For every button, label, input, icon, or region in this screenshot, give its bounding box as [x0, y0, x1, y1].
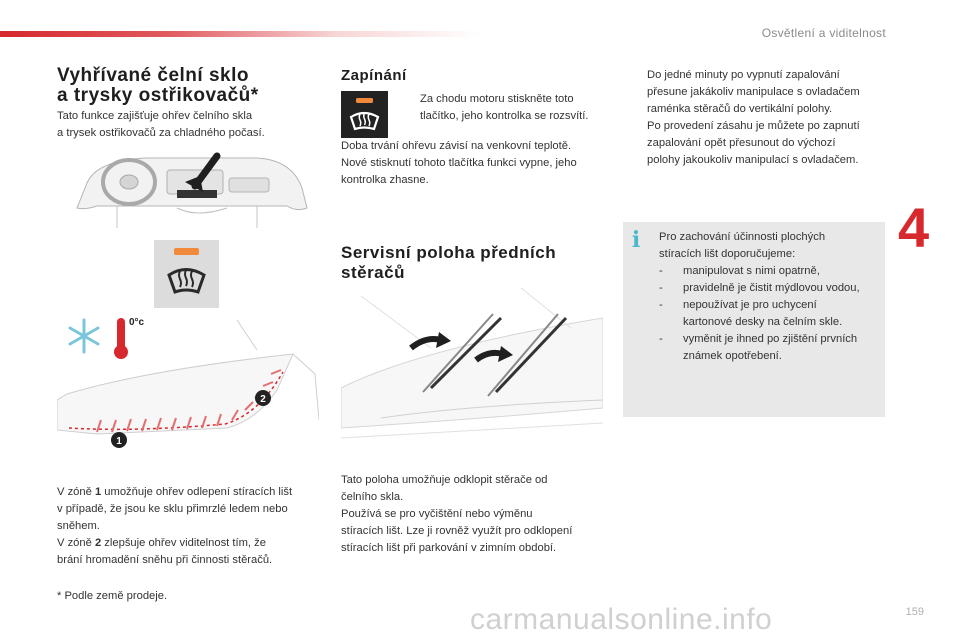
page-number: 159	[905, 606, 924, 618]
footnote: * Podle země prodeje.	[57, 590, 168, 602]
heated-windscreen-icon	[167, 248, 206, 294]
list-item: Po provedení zásahu je můžete po zapnutí…	[647, 120, 860, 166]
temperature-label: 0°c	[129, 317, 145, 328]
section-title-heated-windscreen: Vyhřívané čelní sklo a trysky ostřikovač…	[57, 66, 317, 106]
info-box	[623, 222, 885, 417]
heated-windscreen-icon	[349, 98, 380, 131]
chapter-number: 4	[898, 196, 930, 259]
zone-line: brání hromadění sněhu při činnosti stěra…	[57, 554, 273, 566]
intro-line: a trysek ostřikovačů za chladného počasí…	[57, 127, 265, 139]
zone-marker-1: 1	[116, 436, 122, 447]
section-title-service-position: Servisní poloha předních stěračů	[341, 243, 557, 282]
zone-marker-2: 2	[260, 394, 266, 405]
heated-windscreen-button-large	[154, 240, 219, 308]
service-position-paragraph: Tato poloha umožňuje odklopit stěrače od…	[341, 474, 573, 554]
zone-description: V zóně 1 umožňuje ohřev odlepení stírací…	[57, 484, 319, 569]
switching-on-paragraph: Doba trvání ohřevu závisí na venkovní te…	[341, 140, 577, 186]
zone-line: V zóně 2 zlepšuje ohřev viditelnost tím,…	[57, 537, 266, 549]
title-line-1: Vyhřívané čelní sklo	[57, 65, 249, 86]
list-item: -manipulovat s nimi opatrně,	[659, 265, 820, 277]
section-title-switching-on: Zapínání	[341, 67, 407, 84]
wiper-service-position-illustration	[341, 288, 603, 439]
footer-watermark: carmanualsonline.info	[470, 603, 773, 636]
service-position-bullets: Do jedné minuty po vypnutí zapalování př…	[625, 67, 887, 169]
header-accent-bar	[0, 31, 480, 37]
list-item: Do jedné minuty po vypnutí zapalování př…	[647, 69, 860, 115]
info-box-text: Pro zachování účinnosti plochých stírací…	[659, 229, 884, 365]
chapter-title: Osvětlení a viditelnost	[761, 26, 886, 40]
info-icon: i	[631, 227, 641, 253]
heated-windscreen-button-small	[341, 91, 388, 138]
dashboard-illustration	[76, 152, 308, 228]
zone-line: V zóně 1 umožňuje ohřev odlepení stírací…	[57, 486, 293, 498]
intro-line: Tato funkce zajišťuje ohřev čelního skla	[57, 110, 253, 122]
zone-line: sněhem.	[57, 520, 100, 532]
windscreen-zones-illustration: 0°c 1 2	[57, 317, 319, 448]
intro-paragraph: Tato funkce zajišťuje ohřev čelního skla…	[57, 108, 307, 142]
list-item: -pravidelně je čistit mýdlovou vodou,	[659, 282, 860, 294]
thermometer-icon	[114, 318, 128, 359]
zone-line: v případě, že jsou ke sklu přimrzlé lede…	[57, 503, 288, 515]
title-line-2: a trysky ostřikovačů*	[57, 85, 259, 106]
snowflake-icon	[68, 318, 100, 354]
